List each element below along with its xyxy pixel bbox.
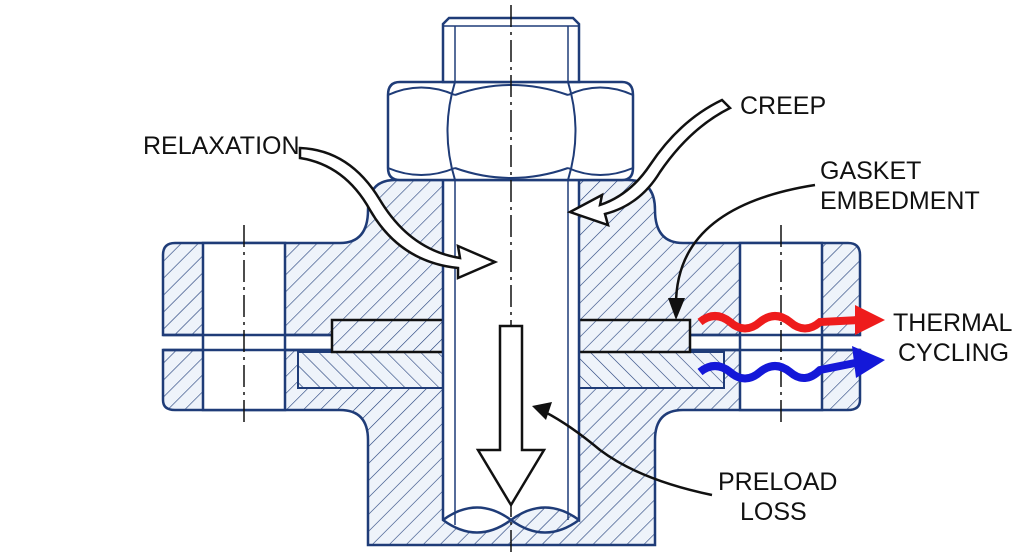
thermal-hot-arrow (697, 312, 861, 333)
label-relaxation: RELAXATION (143, 132, 300, 160)
bolt-break (442, 506, 580, 534)
label-thermal-line1: THERMAL (893, 309, 1013, 337)
label-creep: CREEP (740, 92, 826, 120)
gasket-embedment-arrow (674, 183, 816, 311)
thermal-cold-arrow (697, 358, 861, 383)
preload-loss-pointer (544, 410, 713, 497)
label-gasket-line2: EMBEDMENT (820, 187, 980, 215)
label-gasket-line1: GASKET (820, 157, 921, 185)
gasket-right (577, 318, 692, 354)
gasket-left (330, 318, 445, 354)
label-thermal-line2: CYCLING (898, 339, 1009, 367)
creep-arrow (566, 98, 733, 227)
label-preload-line1: PRELOAD (718, 468, 837, 496)
preload-loss-down-arrow (475, 324, 547, 508)
relaxation-arrow (298, 146, 499, 280)
lower-insert-left (297, 351, 444, 389)
label-preload-line2: LOSS (740, 498, 807, 526)
